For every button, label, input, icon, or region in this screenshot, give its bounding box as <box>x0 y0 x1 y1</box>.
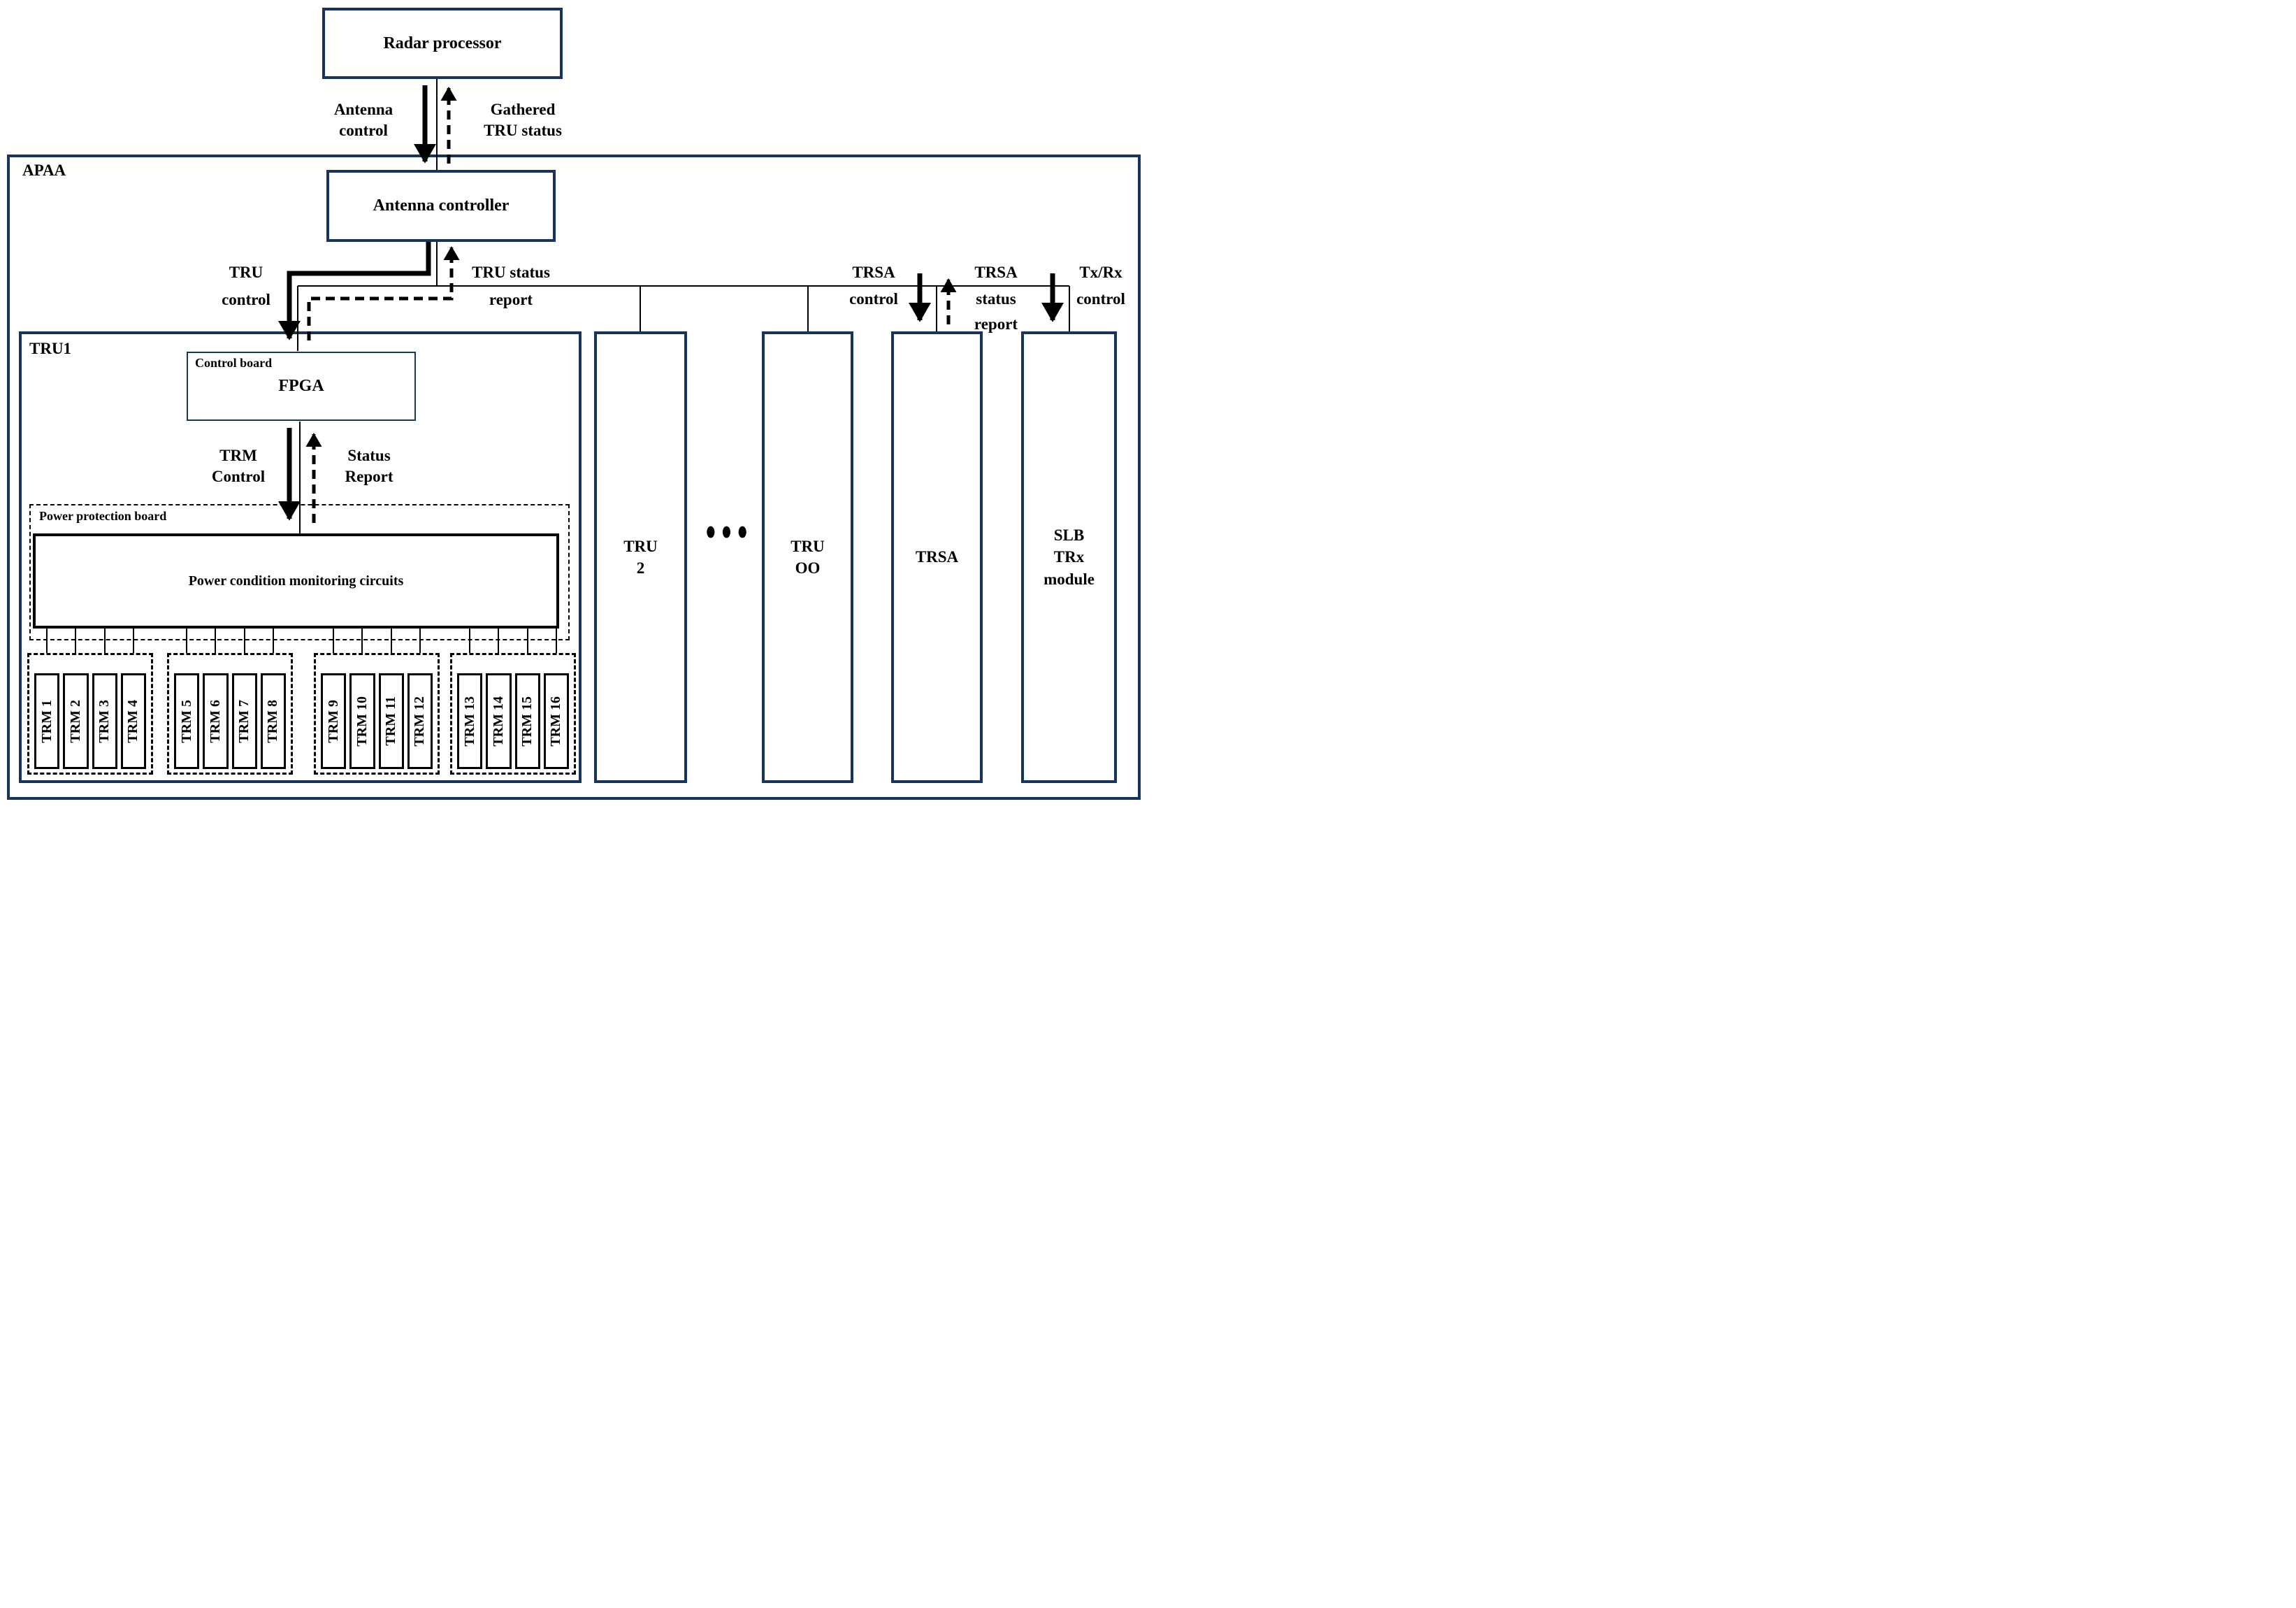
antenna-control-label: Antenna control <box>333 101 394 139</box>
slb-label-line1: SLB <box>1053 526 1085 545</box>
trm-label: TRM 10 <box>354 696 370 747</box>
trm-box: TRM 5 <box>174 673 200 769</box>
trm-box: TRM 13 <box>457 673 483 769</box>
tru2-box: TRU 2 <box>594 331 687 783</box>
trm-label: TRM 13 <box>461 696 477 747</box>
trm-control-label: TRM Control <box>211 447 266 485</box>
trm-box: TRM 2 <box>63 673 89 769</box>
antenna-controller-label: Antenna controller <box>373 196 510 215</box>
trm-box: TRM 4 <box>120 673 146 769</box>
trm-box: TRM 3 <box>92 673 117 769</box>
trm-label: TRM 1 <box>38 699 55 743</box>
trm-group-2: TRM 5 TRM 6 TRM 7 TRM 8 <box>167 653 293 775</box>
trm-label: TRM 8 <box>265 699 281 743</box>
apaa-label: APAA <box>22 161 66 179</box>
diagram-canvas: Radar processor APAA Antenna controller … <box>0 0 1148 804</box>
trm-label: TRM 11 <box>383 696 399 746</box>
slb-label-line3: module <box>1044 570 1095 588</box>
trm-group-1: TRM 1 TRM 2 TRM 3 TRM 4 <box>27 653 153 775</box>
trm-label: TRM 5 <box>178 699 194 743</box>
tru-oo-label-line1: TRU <box>790 537 825 555</box>
trm-label: TRM 6 <box>207 699 223 743</box>
trm-label: TRM 4 <box>125 699 141 743</box>
tru2-label-line1: TRU <box>623 537 658 555</box>
antenna-controller-box: Antenna controller <box>326 170 556 242</box>
trm-box: TRM 6 <box>203 673 229 769</box>
gathered-tru-status-label: Gathered TRU status <box>484 101 562 139</box>
tru1-label: TRU1 <box>29 340 72 357</box>
fpga-label: FPGA <box>278 377 324 395</box>
ellipsis-dots: ●●● <box>705 515 753 547</box>
trm-label: TRM 16 <box>548 696 564 747</box>
trm-box: TRM 15 <box>514 673 540 769</box>
control-board-label: Control board <box>195 356 273 370</box>
trm-box: TRM 7 <box>231 673 257 769</box>
tru2-label-line2: 2 <box>636 559 645 577</box>
trm-box: TRM 1 <box>34 673 60 769</box>
power-monitoring-box: Power condition monitoring circuits <box>33 533 559 629</box>
control-board-box: FPGA <box>187 352 416 421</box>
trm-label: TRM 7 <box>236 699 252 743</box>
tru-oo-label-line2: OO <box>795 559 821 577</box>
power-protection-board-label: Power protection board <box>39 509 167 523</box>
status-report-label: Status Report <box>345 447 394 485</box>
trm-group-4: TRM 13 TRM 14 TRM 15 TRM 16 <box>450 653 576 775</box>
trm-label: TRM 14 <box>490 696 506 747</box>
radar-processor-box: Radar processor <box>322 8 563 79</box>
slb-label-line2: TRx <box>1053 548 1085 566</box>
trm-label: TRM 3 <box>96 699 113 743</box>
trm-label: TRM 15 <box>519 696 535 747</box>
power-monitoring-label: Power condition monitoring circuits <box>188 573 404 589</box>
trm-box: TRM 11 <box>378 673 404 769</box>
trm-label: TRM 12 <box>412 696 428 747</box>
trm-group-3: TRM 9 TRM 10 TRM 11 TRM 12 <box>314 653 440 775</box>
trm-box: TRM 10 <box>349 673 375 769</box>
tru-oo-box: TRU OO <box>762 331 853 783</box>
trm-box: TRM 8 <box>260 673 286 769</box>
slb-trx-module-box: SLB TRx module <box>1021 331 1117 783</box>
trm-label: TRM 2 <box>67 699 83 743</box>
trm-box: TRM 9 <box>321 673 347 769</box>
trm-box: TRM 12 <box>407 673 433 769</box>
trm-box: TRM 14 <box>486 673 512 769</box>
trsa-box: TRSA <box>891 331 983 783</box>
trm-box: TRM 16 <box>543 673 569 769</box>
trsa-label: TRSA <box>915 548 959 566</box>
trm-label: TRM 9 <box>325 699 341 743</box>
radar-processor-label: Radar processor <box>383 34 502 52</box>
